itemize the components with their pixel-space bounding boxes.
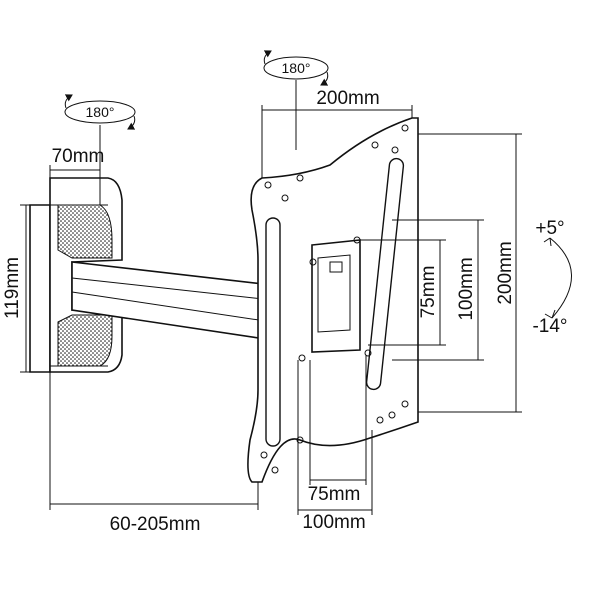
extension-label: 60-205mm (110, 514, 201, 535)
dimension-plate-width: 200mm (261, 80, 413, 178)
tilt-up-label: +5° (535, 218, 564, 239)
dimension-plate-height: 200mm (418, 133, 522, 413)
wall-bracket (29, 177, 123, 373)
tilt-indicator: +5° -14° (532, 218, 572, 337)
plate-rotation-indicator: 180° (263, 50, 329, 86)
wall-rotation-indicator: 180° (64, 94, 136, 130)
plate-rotation-label: 180° (282, 60, 311, 76)
dimension-inner-height-100: 100mm (392, 219, 484, 361)
wall-width-label: 70mm (52, 146, 105, 167)
inner-height-75-label: 75mm (418, 266, 439, 319)
wall-height-label: 119mm (2, 257, 23, 319)
inner-width-100-label: 100mm (302, 512, 365, 533)
dimension-wall-height: 119mm (2, 204, 50, 373)
dimension-inner-height-75: 75mm (360, 239, 446, 346)
plate-height-label: 200mm (495, 241, 516, 304)
dimension-wall-width: 70mm (49, 125, 105, 205)
inner-width-75-label: 75mm (308, 484, 361, 505)
plate-width-label: 200mm (316, 88, 379, 109)
extension-arm (71, 261, 273, 341)
tilt-down-label: -14° (532, 316, 567, 337)
dimension-extension: 60-205mm (49, 372, 259, 535)
dimension-inner-width-100: 100mm (297, 360, 373, 533)
vesa-plate (247, 117, 419, 483)
inner-height-100-label: 100mm (456, 257, 477, 320)
dimension-inner-width-75: 75mm (308, 355, 367, 505)
wall-rotation-label: 180° (86, 104, 115, 120)
